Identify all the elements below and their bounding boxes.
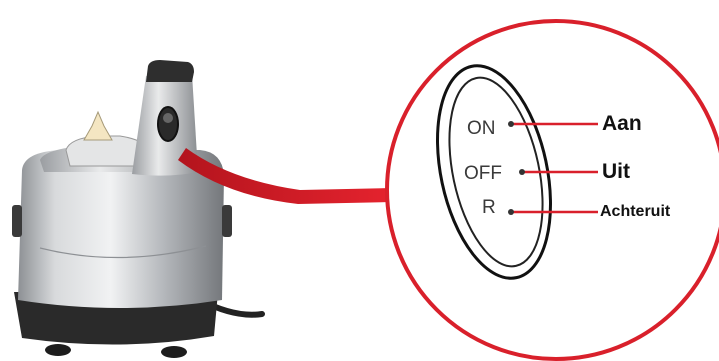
switch-label-on: ON — [467, 118, 496, 140]
foot-right — [161, 346, 187, 358]
side-knob-right — [222, 205, 232, 237]
callout-label-on: Aan — [602, 112, 642, 136]
switch-label-r: R — [482, 197, 496, 219]
neck-cap — [146, 60, 194, 82]
main-housing — [18, 150, 224, 308]
side-knob-left — [12, 205, 22, 237]
callout-label-r: Achteruit — [600, 203, 670, 221]
magnifier-circle — [387, 21, 719, 359]
juicer-appliance — [12, 60, 262, 358]
callout-label-off: Uit — [602, 160, 630, 184]
body-switch — [158, 107, 178, 141]
foot-left — [45, 344, 71, 356]
switch-label-off: OFF — [464, 163, 502, 185]
chute-lid-knob — [84, 112, 112, 140]
